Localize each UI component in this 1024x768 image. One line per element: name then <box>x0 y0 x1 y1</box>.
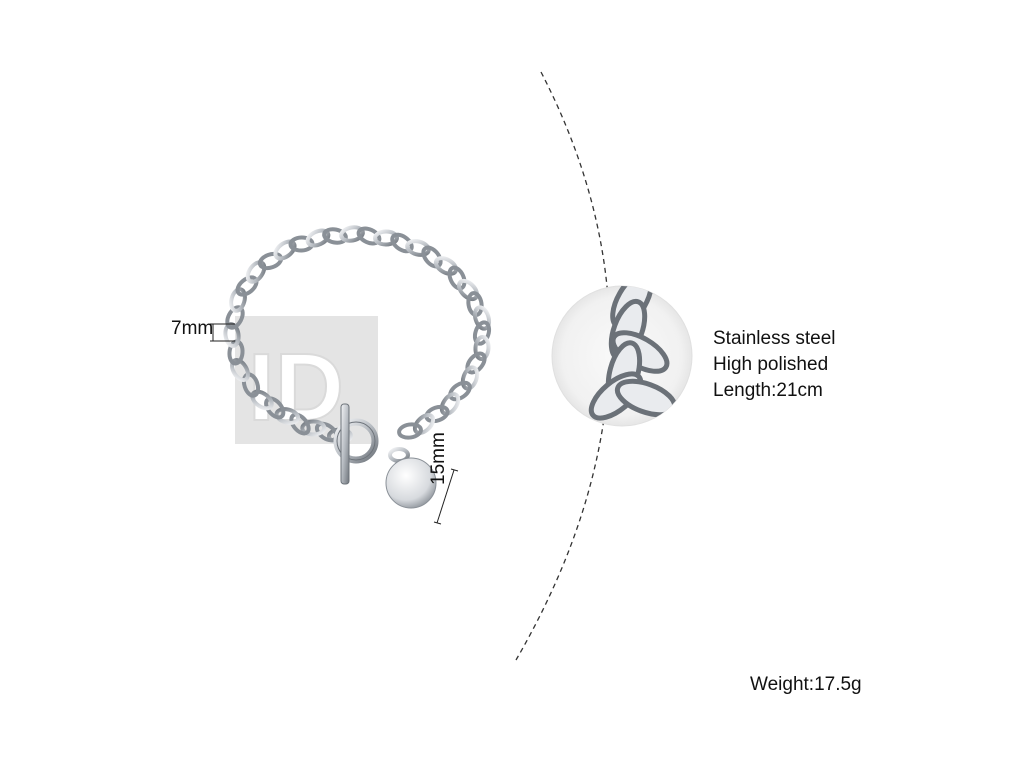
pendant-diameter-label: 15mm <box>428 432 449 485</box>
chain-link <box>300 419 327 437</box>
chain-link <box>460 365 480 391</box>
chain-link <box>397 422 423 440</box>
chain-width-marker <box>210 323 235 342</box>
chain-link <box>421 245 443 269</box>
chain-link <box>456 278 480 302</box>
chain-link <box>230 357 250 383</box>
chain-link <box>465 351 487 375</box>
dashed-arc-divider <box>515 71 611 661</box>
spec-material: Stainless steel <box>713 328 836 349</box>
round-pendant <box>385 447 437 509</box>
spec-finish: High polished <box>713 354 829 375</box>
chain-link <box>339 225 365 243</box>
chain-link <box>356 226 382 246</box>
chain-link <box>250 389 274 411</box>
bracelet-chain <box>223 225 492 445</box>
chain-link <box>433 256 459 276</box>
watermark: ID <box>235 316 378 444</box>
toggle-bar <box>340 403 350 485</box>
pendant-disc <box>385 457 437 509</box>
chain-link <box>472 320 492 346</box>
chain-link <box>289 412 311 436</box>
chain-link <box>412 412 436 436</box>
chain-link <box>273 239 297 261</box>
chain-link <box>257 251 284 271</box>
chain-link <box>473 335 491 361</box>
chain-link <box>472 305 492 331</box>
zoom-detail <box>551 285 693 427</box>
weight-label: Weight:17.5g <box>750 674 862 695</box>
chain-link <box>274 407 301 425</box>
chain-link <box>439 392 461 416</box>
spec-list: Stainless steel High polished Length:21c… <box>713 326 836 404</box>
chain-link <box>245 260 267 284</box>
pendant-diameter-marker <box>433 468 459 525</box>
chain-link <box>447 265 467 291</box>
chain-link <box>424 404 450 424</box>
chain-link <box>448 380 472 402</box>
chain-width-label: 7mm <box>171 318 214 339</box>
chain-link <box>264 396 286 420</box>
chain-link <box>305 228 331 248</box>
chain-link <box>405 239 431 257</box>
chain-link <box>229 287 247 313</box>
chain-link <box>373 229 399 247</box>
toggle-clasp <box>333 403 379 485</box>
spec-length: Length:21cm <box>713 380 823 401</box>
